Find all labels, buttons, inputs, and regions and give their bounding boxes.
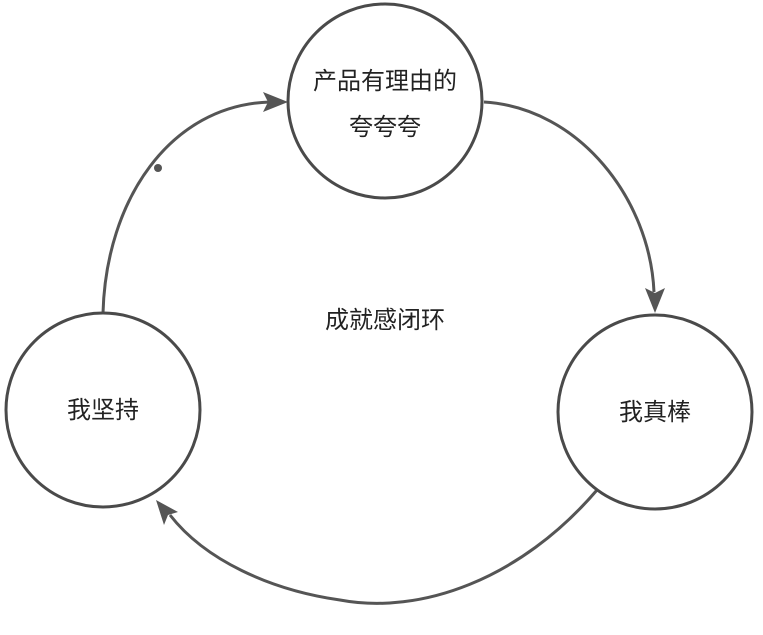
edge-line	[101, 100, 271, 314]
edge-praise-to-awesome	[483, 100, 665, 313]
node-awesome: 我真棒	[556, 313, 754, 511]
edge-persist-to-praise	[101, 92, 288, 314]
arrow-head	[156, 500, 178, 525]
node-circle	[286, 2, 484, 200]
edge-awesome-to-persist	[156, 489, 599, 605]
node-persist: 我坚持	[4, 311, 202, 509]
node-circle	[4, 311, 202, 509]
edge-waypoint	[154, 164, 162, 172]
node-praise-line-2: 夸夸夸	[349, 113, 421, 141]
node-circle	[556, 313, 754, 511]
edge-line	[483, 100, 656, 293]
node-praise: 产品有理由的 夸夸夸	[286, 2, 484, 200]
arrow-head	[263, 92, 288, 112]
arrow-head	[645, 288, 665, 313]
node-awesome-line-1: 我真棒	[619, 398, 691, 426]
center-label: 成就感闭环	[325, 306, 445, 334]
node-praise-line-1: 产品有理由的	[313, 67, 457, 95]
node-persist-line-1: 我坚持	[67, 396, 139, 424]
edge-line	[168, 489, 599, 605]
